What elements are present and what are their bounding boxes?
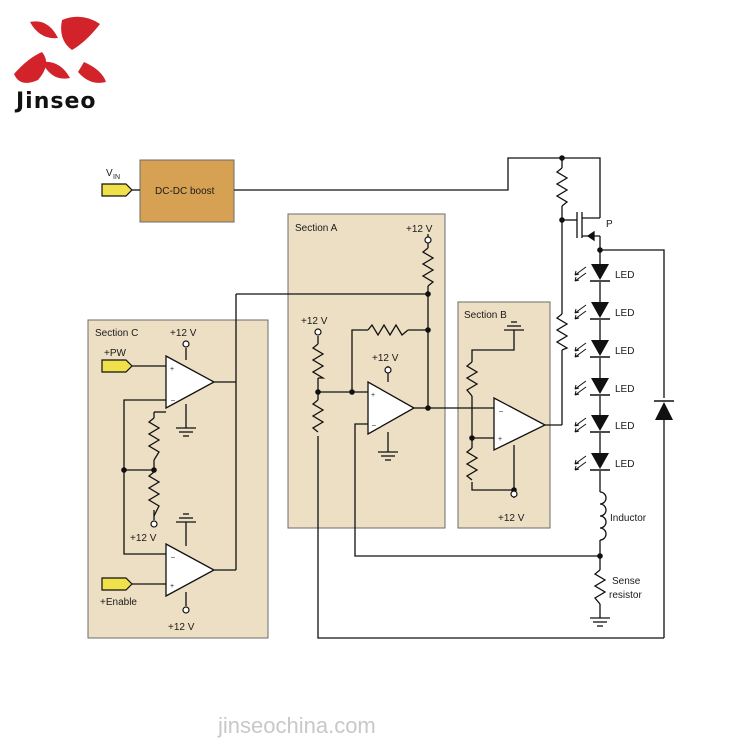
ground-icon	[176, 513, 196, 526]
resistor-section-b-bottom	[465, 447, 479, 481]
section-a-supply-left-label: +12 V	[301, 316, 328, 327]
light-ray-icon	[574, 304, 587, 314]
inductor-coil	[599, 491, 607, 541]
resistor-sense	[593, 569, 607, 605]
section-a-title: Section A	[295, 223, 338, 234]
led-icon	[591, 415, 609, 431]
resistor-section-b-top	[465, 361, 479, 397]
ground-symbols	[176, 321, 610, 627]
light-ray-icon	[574, 310, 587, 320]
section-c-supply-mid-label: +12 V	[130, 533, 157, 544]
light-ray-icon	[574, 380, 587, 390]
brand-name: Jinseo	[14, 89, 97, 114]
resistor-section-c-bottom	[147, 471, 161, 517]
section-b-title: Section B	[464, 310, 507, 321]
light-ray-icon	[574, 348, 587, 358]
resistor-section-a-divider-top	[311, 343, 326, 379]
svg-text:–: –	[171, 554, 175, 561]
pw-terminal	[101, 359, 133, 373]
op-amps: + – – + + – – +	[165, 354, 547, 598]
pw-input-label: +PW	[104, 348, 127, 359]
section-a-supply-top-label: +12 V	[406, 224, 433, 235]
led-icon	[591, 340, 609, 356]
mosfet-label: P	[606, 219, 613, 230]
light-ray-icon	[574, 386, 587, 396]
svg-text:–: –	[171, 397, 175, 404]
op-amp-section-c-bottom: – +	[165, 542, 216, 598]
brand-logo: Jinseo	[14, 16, 106, 114]
ground-icon	[590, 617, 610, 627]
enable-input-label: +Enable	[100, 597, 137, 608]
led-4: LED	[574, 378, 634, 396]
supply-terminals	[150, 236, 518, 614]
inductor-label: Inductor	[610, 513, 647, 524]
led-label: LED	[615, 384, 634, 395]
led-icon	[591, 453, 609, 469]
section-c-supply-bottom-label: +12 V	[168, 622, 195, 633]
diode	[654, 400, 674, 420]
resistor-section-a-feedback	[367, 323, 409, 337]
led-string: LED LED LED LED LED LED	[574, 264, 634, 471]
led-label: LED	[615, 421, 634, 432]
vin-label: V	[106, 168, 113, 179]
led-icon	[591, 378, 609, 394]
led-6: LED	[574, 453, 634, 471]
op-amp-section-b: – +	[493, 396, 547, 452]
svg-text:+: +	[170, 366, 174, 373]
led-label: LED	[615, 270, 634, 281]
svg-text:+: +	[498, 436, 502, 443]
dc-dc-boost-block	[139, 159, 235, 223]
light-ray-icon	[574, 461, 587, 471]
light-ray-icon	[574, 455, 587, 465]
resistor-top-rail	[555, 167, 569, 207]
vin-terminal: V IN	[101, 168, 140, 197]
ground-icon	[504, 321, 524, 334]
led-2: LED	[574, 302, 634, 320]
watermark: jinseochina.com	[217, 713, 376, 738]
enable-terminal	[101, 577, 133, 591]
resistor-section-c-top	[147, 417, 161, 461]
op-amp-section-a: + –	[367, 380, 416, 436]
led-icon	[591, 264, 609, 280]
light-ray-icon	[574, 342, 587, 352]
op-amp-section-c-top: + –	[165, 354, 216, 410]
led-label: LED	[615, 459, 634, 470]
section-a-panel	[287, 213, 446, 529]
resistor-section-a-divider-bottom	[311, 399, 325, 433]
led-label: LED	[615, 346, 634, 357]
vin-subscript: IN	[113, 174, 120, 181]
dc-dc-boost-label: DC-DC boost	[155, 186, 215, 197]
section-b-supply-label: +12 V	[498, 513, 525, 524]
svg-text:–: –	[372, 422, 376, 429]
sense-label-line1: Sense	[612, 576, 641, 587]
resistors	[147, 167, 607, 605]
wiring	[123, 157, 665, 639]
brand-mark-icon	[14, 16, 106, 83]
section-a-supply-amp-label: +12 V	[372, 353, 399, 364]
led-label: LED	[615, 308, 634, 319]
led-3: LED	[574, 340, 634, 358]
light-ray-icon	[574, 272, 587, 282]
light-ray-icon	[574, 266, 587, 276]
ground-icon	[176, 427, 196, 437]
section-c-title: Section C	[95, 328, 138, 339]
svg-text:+: +	[170, 583, 174, 590]
resistor-gate	[555, 313, 569, 351]
sense-label-line2: resistor	[609, 590, 642, 601]
p-mosfet	[576, 212, 600, 242]
light-ray-icon	[574, 423, 587, 433]
svg-text:+: +	[371, 392, 375, 399]
light-ray-icon	[574, 417, 587, 427]
led-icon	[591, 302, 609, 318]
led-1: LED	[574, 264, 634, 282]
led-5: LED	[574, 415, 634, 433]
ground-icon	[378, 451, 398, 461]
resistor-section-a-top	[421, 247, 435, 287]
section-c-supply-top-label: +12 V	[170, 328, 197, 339]
svg-text:–: –	[499, 408, 503, 415]
